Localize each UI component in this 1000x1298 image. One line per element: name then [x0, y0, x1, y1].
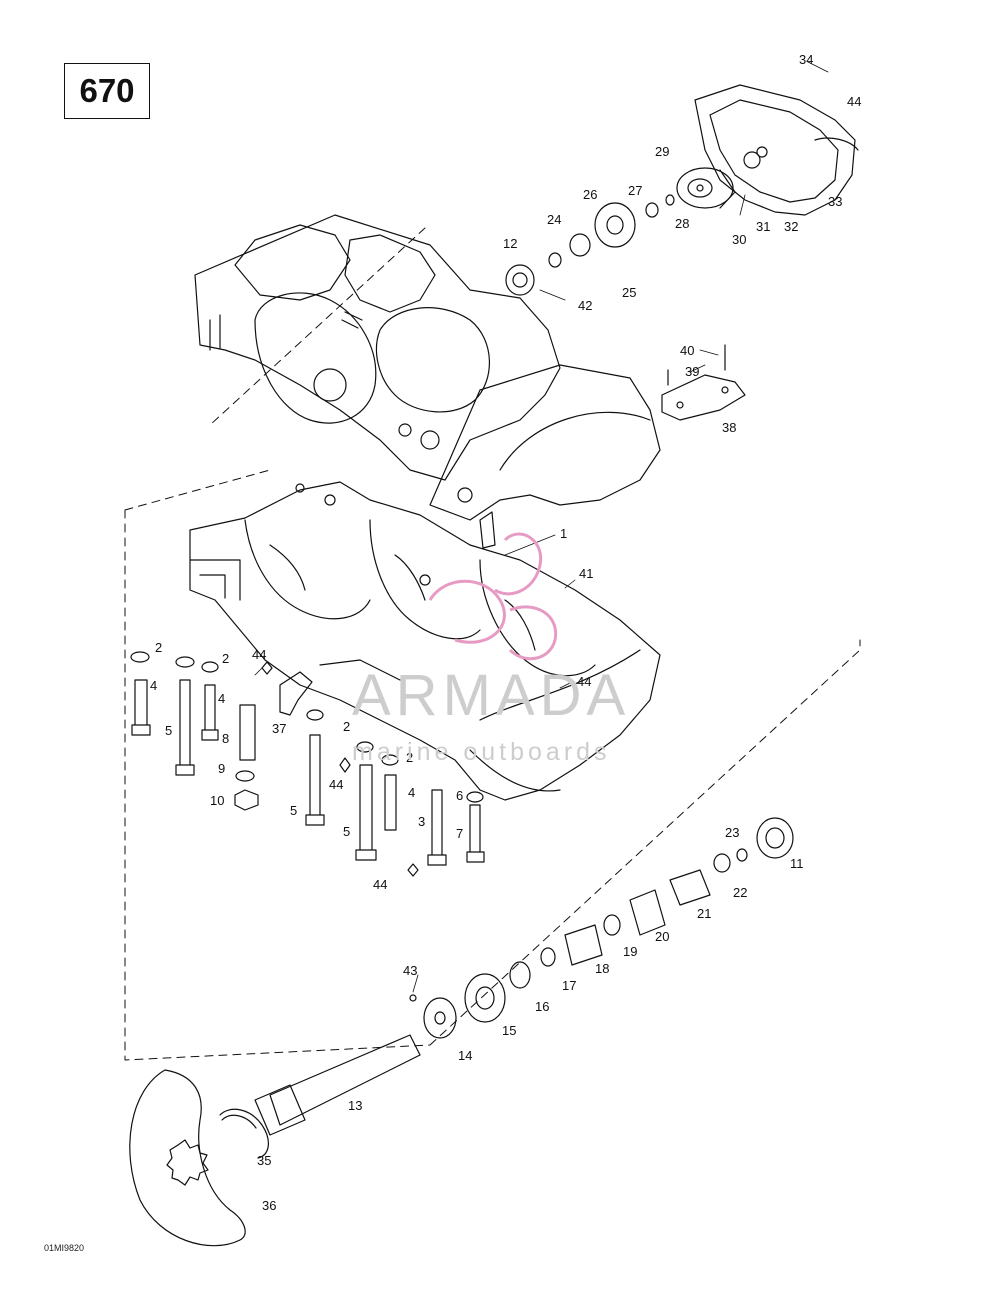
shaft-assembly	[254, 817, 794, 1136]
watermark-logo	[428, 532, 558, 661]
callout-label: 24	[547, 212, 561, 227]
callout-label: 14	[458, 1048, 472, 1063]
callout-label: 16	[535, 999, 549, 1014]
callout-label: 2	[155, 640, 162, 655]
pump-housing-cover	[694, 84, 859, 216]
callout-label: 25	[622, 285, 636, 300]
upper-crankcase-half	[194, 214, 661, 549]
callout-label: 12	[503, 236, 517, 251]
lower-crankcase-half	[189, 481, 661, 801]
page-code-box: 670	[64, 63, 150, 119]
callout-label: 33	[828, 194, 842, 209]
callout-label: 4	[218, 691, 225, 706]
callout-label: 15	[502, 1023, 516, 1038]
callout-label: 17	[562, 978, 576, 993]
callout-label: 44	[847, 94, 861, 109]
callout-label: 42	[578, 298, 592, 313]
fastener-group-left	[130, 651, 485, 877]
callout-label: 27	[628, 183, 642, 198]
callout-label: 44	[373, 877, 387, 892]
callout-label: 3	[418, 814, 425, 829]
callout-label: 13	[348, 1098, 362, 1113]
callout-label: 34	[799, 52, 813, 67]
drawing-code: 01MI9820	[44, 1243, 85, 1253]
callout-label: 18	[595, 961, 609, 976]
callout-label: 26	[583, 187, 597, 202]
callout-label: 32	[784, 219, 798, 234]
callout-label: 20	[655, 929, 669, 944]
callout-label: 31	[756, 219, 770, 234]
impeller-29	[676, 167, 736, 209]
callout-label: 4	[150, 678, 157, 693]
watermark-title: ARMADA	[352, 663, 631, 728]
watermark-subtitle: marine outboards	[352, 738, 611, 766]
callout-label: 43	[403, 963, 417, 978]
callout-label: 37	[272, 721, 286, 736]
callout-label: 38	[722, 420, 736, 435]
leader-lines	[254, 61, 829, 993]
callout-label: 41	[579, 566, 593, 581]
callout-labels: 1222234445556789101112131415161718192021…	[150, 52, 861, 1213]
callout-label: 29	[655, 144, 669, 159]
callout-label: 2	[343, 719, 350, 734]
callout-label: 2	[222, 651, 229, 666]
callout-label: 4	[408, 785, 415, 800]
callout-label: 30	[732, 232, 746, 247]
callout-label: 21	[697, 906, 711, 921]
callout-label: 39	[685, 364, 699, 379]
callout-label: 7	[456, 826, 463, 841]
callout-label: 19	[623, 944, 637, 959]
callout-label: 2	[406, 750, 413, 765]
callout-label: 28	[675, 216, 689, 231]
callout-label: 23	[725, 825, 739, 840]
callout-label: 22	[733, 885, 747, 900]
seal-and-washers	[505, 194, 675, 296]
callout-label: 44	[252, 647, 266, 662]
callout-label: 36	[262, 1198, 276, 1213]
callout-label: 35	[257, 1153, 271, 1168]
callout-label: 44	[577, 674, 591, 689]
callout-label: 44	[329, 777, 343, 792]
shield-36	[129, 1069, 246, 1247]
callout-label: 10	[210, 793, 224, 808]
callout-label: 11	[790, 856, 804, 871]
retaining-ring-35	[219, 1108, 269, 1159]
callout-label: 5	[165, 723, 172, 738]
callout-label: 1	[560, 526, 567, 541]
callout-label: 9	[218, 761, 225, 776]
callout-label: 5	[343, 824, 350, 839]
assembly-boundary-dashed	[124, 227, 861, 1061]
bracket-38	[661, 344, 746, 421]
callout-label: 40	[680, 343, 694, 358]
callout-label: 8	[222, 731, 229, 746]
callout-label: 6	[456, 788, 463, 803]
callout-label: 5	[290, 803, 297, 818]
